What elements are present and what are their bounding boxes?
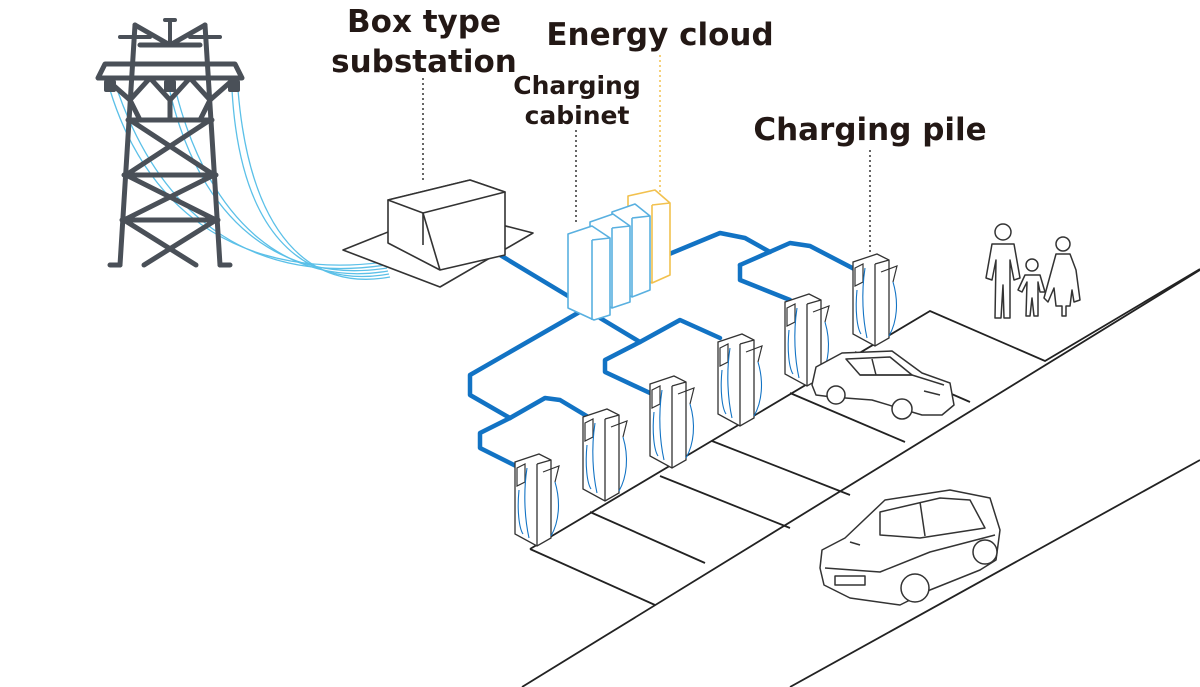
transmission-tower-icon [95, 18, 245, 268]
parking-lot [521, 268, 1200, 687]
parking-curb-front [529, 268, 1200, 550]
charging-pile-icon [514, 453, 560, 547]
parking-stripe-1 [589, 511, 706, 564]
charging-piles [514, 253, 898, 547]
box-type-substation-label: Box type [347, 4, 501, 40]
charging-cabinet-label-line2: cabinet [525, 101, 630, 130]
charging-cabinet-icon [567, 203, 651, 321]
parking-curb-left [529, 548, 656, 606]
energy-cloud-label: Energy cloud [546, 17, 773, 53]
box-type-substation-label-line2: substation [331, 44, 517, 80]
charging-cabinet-label: Charging [513, 71, 641, 100]
tower-insulators [104, 80, 240, 92]
family-pedestrians-icon [985, 223, 1081, 319]
parking-stripe-4 [789, 392, 906, 443]
box-substation-icon [342, 179, 534, 288]
car-icon [811, 350, 955, 420]
charging-pile-icon [852, 253, 898, 347]
leader-lines [422, 55, 871, 255]
power-cable-network [467, 230, 863, 471]
charging-pile-label: Charging pile [753, 112, 986, 148]
charging-pile-icon [649, 375, 695, 469]
car-icon [819, 489, 1001, 606]
parking-stripe-2 [659, 475, 791, 529]
parking-stripe-3 [711, 440, 851, 496]
diagram-labels: Box type substation Energy cloud Chargin… [331, 4, 987, 148]
road-edge-far [789, 459, 1200, 687]
road-edge-near [521, 269, 1200, 687]
charging-pile-icon [717, 333, 763, 427]
charging-pile-icon [582, 408, 628, 502]
